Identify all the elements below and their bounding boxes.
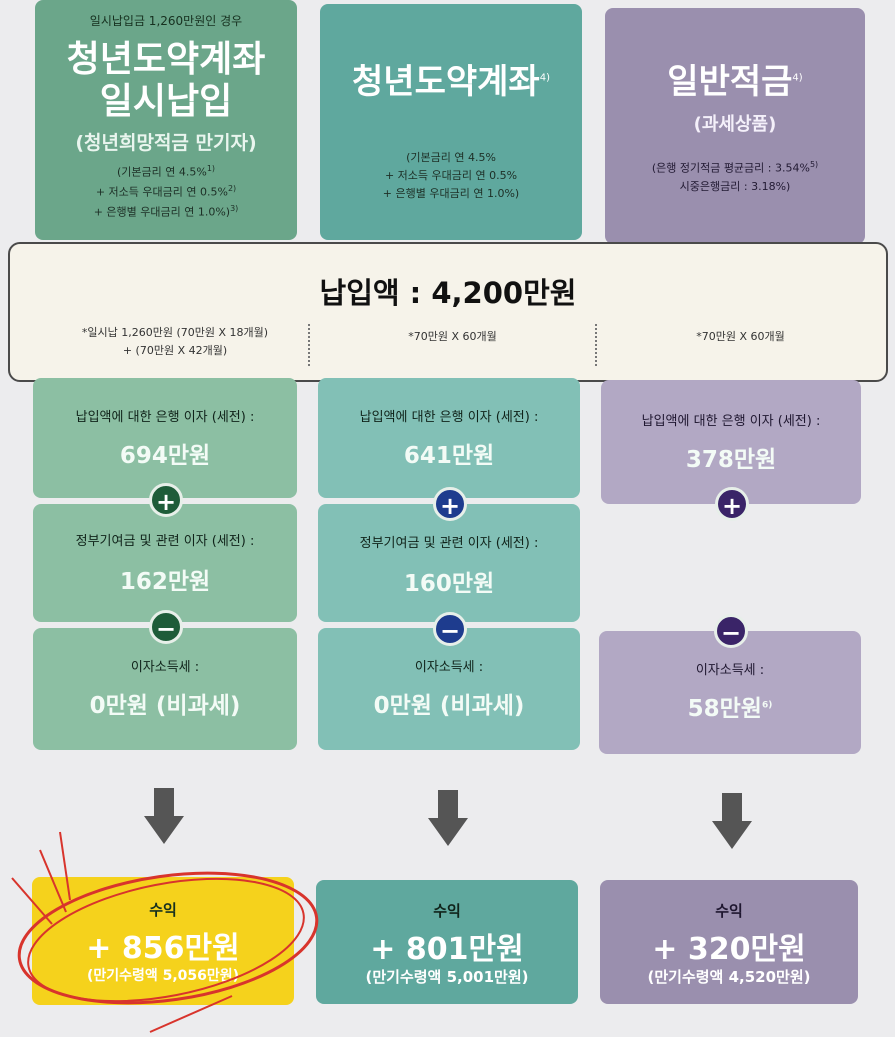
- col1-result-sub: (만기수령액 5,056만원): [86, 968, 240, 984]
- col1-rate-line: + 저소득 우대금리 연 0.5%: [95, 185, 228, 199]
- col3-title: 일반적금4): [605, 62, 865, 102]
- col2-result-sub: (만기수령액 5,001만원): [365, 968, 529, 986]
- col1-payment-note: *일시납 1,260만원 (70만원 X 18개월) + (70만원 X 42개…: [30, 324, 320, 359]
- col3-tax-card: 이자소득세 : 58만원6): [599, 631, 861, 754]
- col3-result-card: 수익 + 320만원 (만기수령액 4,520만원): [600, 880, 858, 1004]
- col1-payment-line2: + (70만원 X 42개월): [122, 343, 228, 357]
- col3-tax-sup: 6): [761, 700, 773, 711]
- col1-rate-sup: 2): [227, 183, 237, 193]
- col3-rate-line2: 시중은행금리 : 3.18%): [679, 179, 791, 193]
- col1-rate-notes: (기본금리 연 4.5%1) + 저소득 우대금리 연 0.5%2) + 은행별…: [35, 162, 297, 221]
- col3-title-text: 일반적금: [667, 62, 793, 102]
- col3-rate-line1: (은행 정기적금 평균금리 : 3.54%: [651, 161, 810, 175]
- col1-rate-line: + 은행별 우대금리 연 1.0%): [93, 205, 231, 219]
- col1-tax-value: 0만원 (비과세): [89, 693, 241, 719]
- minus-icon: −: [433, 612, 467, 646]
- col1-payment-line1: *일시납 1,260만원 (70만원 X 18개월): [81, 326, 269, 339]
- col3-tax-value-text: 58만원: [687, 696, 762, 722]
- col3-result-label: 수익: [715, 902, 743, 920]
- col3-title-sup: 4): [792, 72, 803, 84]
- col2-tax-value: 0만원 (비과세): [373, 693, 525, 719]
- minus-icon: −: [714, 614, 748, 648]
- col3-rate-notes: (은행 정기적금 평균금리 : 3.54%5) 시중은행금리 : 3.18%): [605, 158, 865, 196]
- col3-interest-label: 납입액에 대한 은행 이자 (세전) :: [641, 414, 821, 429]
- col2-rate-line: (기본금리 연 4.5%: [406, 151, 496, 164]
- col1-gov-label: 정부기여금 및 관련 이자 (세전) :: [75, 534, 255, 549]
- col1-tax-card: 이자소득세 : 0만원 (비과세): [33, 628, 297, 750]
- col1-top-note: 일시납입금 1,260만원인 경우: [89, 14, 243, 28]
- col1-interest-value: 694만원: [119, 443, 211, 469]
- col3-payment-note: *70만원 X 60개월: [696, 330, 785, 343]
- plus-icon: +: [149, 483, 183, 517]
- plus-icon: +: [433, 487, 467, 521]
- col2-title: 청년도약계좌4): [320, 62, 582, 102]
- col2-interest-label: 납입액에 대한 은행 이자 (세전) :: [359, 410, 539, 425]
- col1-title-line2: 일시납입: [99, 81, 233, 122]
- col2-rate-notes: (기본금리 연 4.5% + 저소득 우대금리 연 0.5% + 은행별 우대금…: [320, 149, 582, 203]
- payment-band: 납입액 : 4,200만원 *일시납 1,260만원 (70만원 X 18개월)…: [8, 242, 888, 382]
- col3-interest-value: 378만원: [685, 447, 777, 473]
- col1-rate-sup: 3): [230, 203, 239, 213]
- col2-gov-value: 160만원: [403, 571, 495, 597]
- col2-payment-note: *70만원 X 60개월: [408, 330, 497, 343]
- col1-interest-label: 납입액에 대한 은행 이자 (세전) :: [75, 410, 255, 425]
- col3-header-card: 일반적금4) (과세상품) (은행 정기적금 평균금리 : 3.54%5) 시중…: [605, 8, 865, 244]
- col2-title-sup: 4): [539, 72, 550, 84]
- plus-icon: +: [715, 487, 749, 521]
- col3-tax-value: 58만원6): [599, 689, 861, 723]
- col2-rate-line: + 저소득 우대금리 연 0.5%: [384, 169, 518, 183]
- col1-rate-sup: 1): [206, 164, 216, 173]
- col2-result-card: 수익 + 801만원 (만기수령액 5,001만원): [316, 880, 578, 1004]
- red-circle-mark: [11, 831, 319, 1033]
- col1-gov-value: 162만원: [119, 569, 211, 595]
- col3-result-value: + 320만원: [652, 932, 806, 967]
- col1-interest-card: 납입액에 대한 은행 이자 (세전) : 694만원: [33, 378, 297, 498]
- col3-subtitle: (과세상품): [693, 114, 777, 135]
- col2-tax-card: 이자소득세 : 0만원 (비과세): [318, 628, 580, 750]
- col2-header-card: 청년도약계좌4) (기본금리 연 4.5% + 저소득 우대금리 연 0.5% …: [320, 4, 582, 240]
- down-arrow-icon: [144, 788, 184, 844]
- down-arrow-icon: [428, 790, 468, 846]
- col1-gov-card: 정부기여금 및 관련 이자 (세전) : 162만원: [33, 504, 297, 622]
- minus-icon: −: [149, 610, 183, 644]
- col1-rate-line: (기본금리 연 4.5%: [116, 165, 207, 179]
- col1-result-value: + 856만원: [86, 931, 240, 966]
- col3-interest-card: 납입액에 대한 은행 이자 (세전) : 378만원: [601, 380, 861, 504]
- band-divider: [308, 324, 310, 366]
- col3-result-sub: (만기수령액 4,520만원): [647, 968, 811, 986]
- col3-tax-label: 이자소득세 :: [695, 663, 765, 678]
- col2-result-value: + 801만원: [370, 932, 524, 967]
- col2-interest-card: 납입액에 대한 은행 이자 (세전) : 641만원: [318, 378, 580, 498]
- col2-tax-label: 이자소득세 :: [414, 660, 484, 675]
- col1-tax-label: 이자소득세 :: [130, 660, 200, 675]
- col2-rate-line: + 은행별 우대금리 연 1.0%): [382, 187, 520, 201]
- col1-title-line1: 청년도약계좌: [66, 39, 266, 80]
- col1-result-label: 수익: [149, 901, 177, 919]
- payment-total: 납입액 : 4,200만원: [319, 276, 577, 310]
- down-arrow-icon: [712, 793, 752, 849]
- col2-interest-value: 641만원: [403, 443, 495, 469]
- col1-subtitle: (청년희망적금 만기자): [75, 132, 257, 154]
- col2-title-text: 청년도약계좌: [352, 62, 540, 102]
- col2-result-label: 수익: [433, 902, 461, 920]
- col2-gov-card: 정부기여금 및 관련 이자 (세전) : 160만원: [318, 504, 580, 622]
- band-divider: [595, 324, 597, 366]
- col2-gov-label: 정부기여금 및 관련 이자 (세전) :: [359, 536, 539, 551]
- col3-rate-sup: 5): [809, 160, 819, 169]
- col1-header-card: 일시납입금 1,260만원인 경우 청년도약계좌 일시납입 (청년희망적금 만기…: [35, 0, 297, 240]
